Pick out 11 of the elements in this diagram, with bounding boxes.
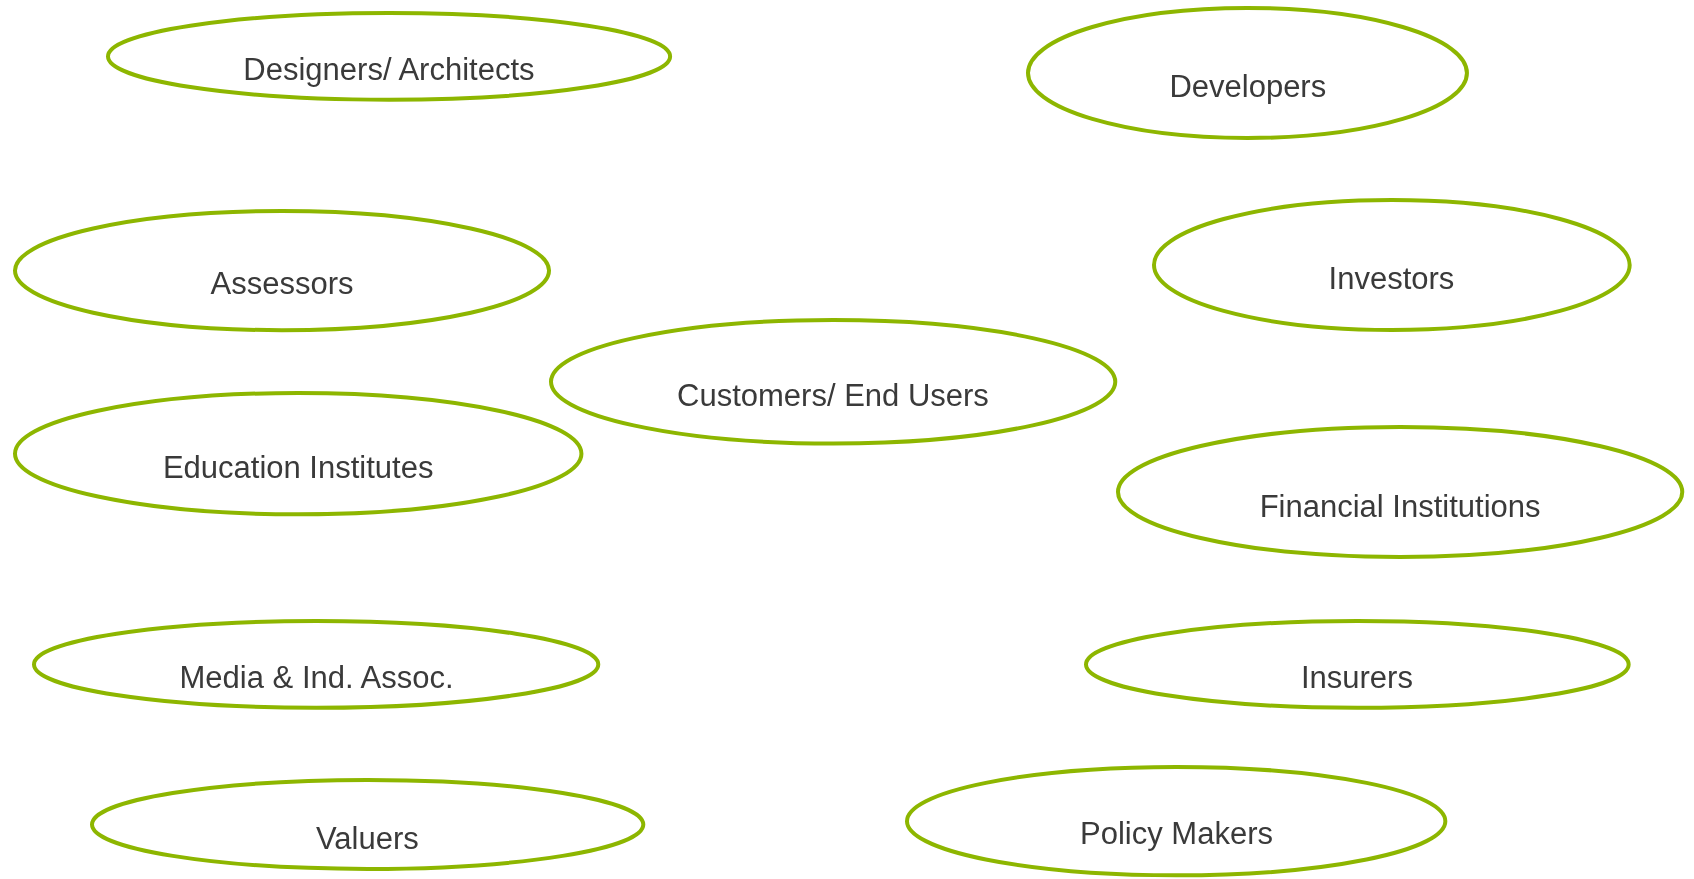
node-label: Financial Institutions	[1259, 488, 1541, 525]
node-label: Investors	[1328, 260, 1455, 297]
node-label: Valuers	[315, 821, 419, 858]
node-label: Insurers	[1300, 660, 1413, 697]
node-label: Education Institutes	[162, 449, 434, 486]
node-label: Policy Makers	[1080, 816, 1273, 853]
node-label: Developers	[1169, 69, 1327, 106]
node-label: Media & Ind. Assoc.	[179, 660, 454, 697]
node-label: Designers/ Architects	[243, 52, 535, 89]
node-label: Customers/ End Users	[677, 378, 989, 415]
node-label: Assessors	[210, 266, 354, 303]
